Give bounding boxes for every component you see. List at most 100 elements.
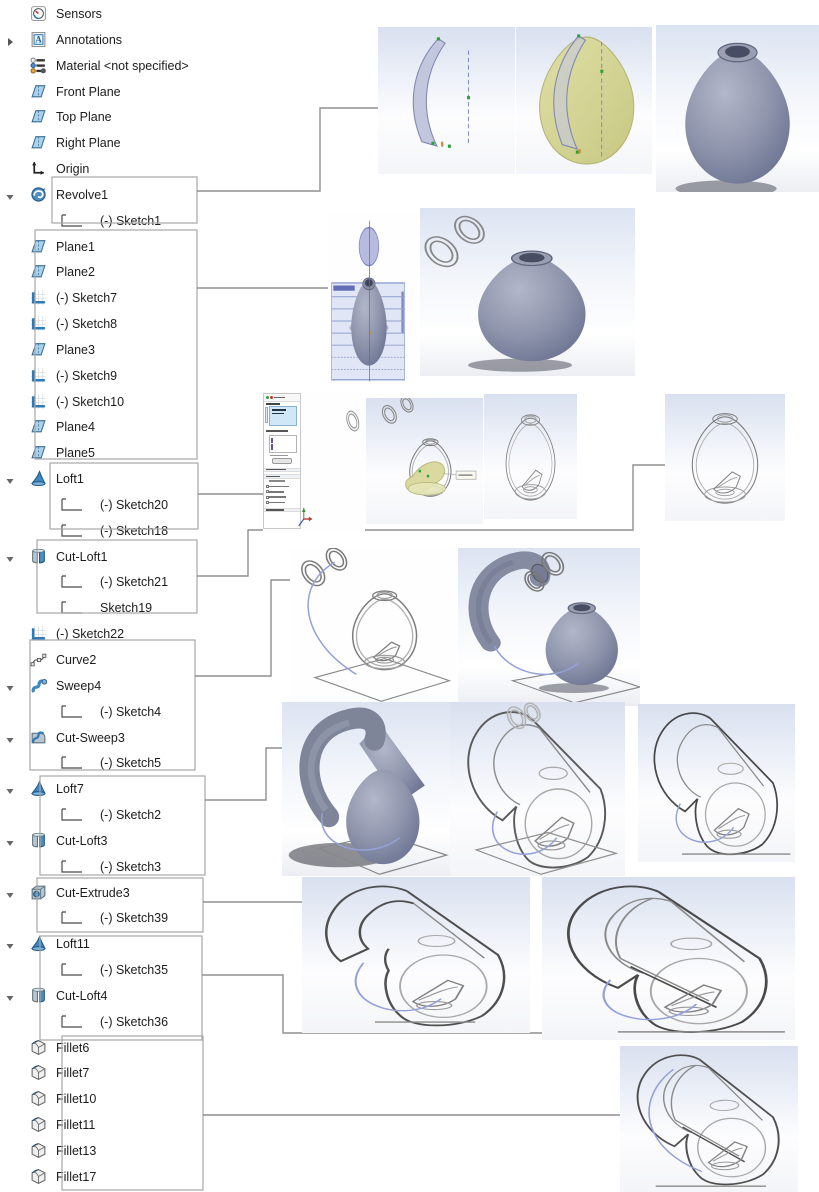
- tree-item-sketch8[interactable]: (-) Sketch8: [0, 311, 240, 337]
- tree-item-sketch39[interactable]: (-) Sketch39: [0, 905, 240, 931]
- tree-item-sketch20[interactable]: (-) Sketch20: [0, 492, 240, 518]
- collapse-arrow-icon[interactable]: [5, 732, 17, 744]
- fillet-icon: [30, 1064, 50, 1082]
- collapse-arrow-icon[interactable]: [5, 783, 17, 795]
- tree-item-label: Fillet7: [56, 1066, 90, 1081]
- tree-item-cut-loft1[interactable]: Cut-Loft1: [0, 544, 240, 570]
- tree-item-loft11[interactable]: Loft11: [0, 931, 240, 957]
- callout-line-cut-loft1: [197, 464, 666, 577]
- collapse-arrow-icon[interactable]: [5, 473, 17, 485]
- tree-item-top-plane[interactable]: Top Plane: [0, 104, 240, 130]
- pm-profiles-list[interactable]: [269, 406, 297, 427]
- pm-button[interactable]: [271, 458, 292, 464]
- callout-box-cut-extrude3: [36, 877, 204, 933]
- expand-arrow-icon[interactable]: [5, 34, 17, 46]
- tree-item-label: Fillet6: [56, 1040, 90, 1055]
- tree-item-sketch1[interactable]: (-) Sketch1: [0, 208, 240, 234]
- tree-item-cut-extrude3[interactable]: Cut-Extrude3: [0, 880, 240, 906]
- tree-item-sketch9[interactable]: (-) Sketch9: [0, 363, 240, 389]
- tree-item-label: Cut-Sweep3: [56, 730, 125, 745]
- tree-item-cut-sweep3[interactable]: Cut-Sweep3: [0, 725, 240, 751]
- tree-item-fillet13[interactable]: Fillet13: [0, 1138, 240, 1164]
- revolved-vase-image: [656, 25, 819, 192]
- cut-extrude-icon: [30, 884, 50, 902]
- tree-item-sketch21[interactable]: (-) Sketch21: [0, 569, 240, 595]
- revolve-preview-image: [516, 27, 652, 174]
- sketch-icon: [30, 367, 50, 385]
- pm-guide-curves-list[interactable]: [269, 435, 297, 453]
- collapse-arrow-icon[interactable]: [5, 189, 17, 201]
- tree-item-loft1[interactable]: Loft1: [0, 466, 240, 492]
- tree-item-sensors[interactable]: Sensors: [0, 1, 240, 27]
- tree-item-cut-loft3[interactable]: Cut-Loft3: [0, 828, 240, 854]
- tree-item-sketch2[interactable]: (-) Sketch2: [0, 802, 240, 828]
- tree-item-loft7[interactable]: Loft7: [0, 776, 240, 802]
- tree-item-label: (-) Sketch20: [100, 497, 169, 512]
- callout-line-revolve1: [197, 107, 379, 192]
- tree-item-fillet10[interactable]: Fillet10: [0, 1086, 240, 1112]
- tree-item-label: (-) Sketch10: [56, 394, 125, 409]
- sketch-icon: [30, 289, 50, 307]
- tree-item-right-plane[interactable]: Right Plane: [0, 130, 240, 156]
- sweep-path-wireframe-image: [290, 548, 456, 706]
- loft-preview-image: [366, 398, 483, 524]
- callout-box-planes: [34, 229, 198, 460]
- tree-item-label: (-) Sketch3: [100, 859, 162, 874]
- tree-item-label: Curve2: [56, 653, 97, 667]
- tree-item-sketch35[interactable]: (-) Sketch35: [0, 957, 240, 983]
- tree-item-fillet17[interactable]: Fillet17: [0, 1164, 240, 1190]
- plane-icon: [30, 134, 50, 152]
- tree-item-fillet6[interactable]: Fillet6: [0, 1035, 240, 1061]
- tree-item-revolve1[interactable]: Revolve1: [0, 182, 240, 208]
- tree-item-label: Sweep4: [56, 678, 102, 693]
- collapse-arrow-icon[interactable]: [5, 887, 17, 899]
- collapse-arrow-icon[interactable]: [5, 938, 17, 950]
- tree-item-cut-loft4[interactable]: Cut-Loft4: [0, 983, 240, 1009]
- annotations-icon: A: [30, 31, 50, 49]
- tree-item-label: (-) Sketch1: [100, 213, 162, 228]
- collapse-arrow-icon[interactable]: [5, 990, 17, 1002]
- tree-item-sketch7[interactable]: (-) Sketch7: [0, 285, 240, 311]
- loft-property-manager-panel[interactable]: [263, 393, 301, 529]
- tree-item-sweep4[interactable]: Sweep4: [0, 673, 240, 699]
- tree-item-label: Loft7: [56, 782, 84, 797]
- tree-item-label: Revolve1: [56, 187, 109, 202]
- callout-box-fillets: [61, 1035, 204, 1191]
- tree-item-label: Fillet13: [56, 1143, 97, 1158]
- wireframe-pitcher-side-image: [638, 704, 795, 862]
- tree-item-fillet11[interactable]: Fillet11: [0, 1112, 240, 1138]
- tree-item-label: (-) Sketch5: [100, 756, 162, 771]
- tree-item-material-not-specified[interactable]: Material <not specified>: [0, 53, 240, 79]
- tree-item-label: (-) Sketch9: [56, 368, 118, 383]
- tree-item-label: Sketch19: [100, 601, 153, 616]
- fillet-icon: [30, 1116, 50, 1134]
- cut-extrude-wireframe-image: [302, 877, 530, 1033]
- collapse-arrow-icon[interactable]: [5, 835, 17, 847]
- tree-item-sketch4[interactable]: (-) Sketch4: [0, 699, 240, 725]
- tree-item-label: (-) Sketch4: [100, 704, 162, 719]
- child-sketch-icon: [58, 754, 82, 772]
- collapse-arrow-icon[interactable]: [5, 551, 17, 563]
- tree-item-sketch36[interactable]: (-) Sketch36: [0, 1009, 240, 1035]
- cut-loft-wireframe-image: [665, 394, 785, 521]
- child-sketch-icon: [58, 703, 82, 721]
- tree-item-label: Cut-Extrude3: [56, 885, 130, 900]
- tree-item-front-plane[interactable]: Front Plane: [0, 79, 240, 105]
- solid-pitcher-image: [282, 702, 450, 876]
- collapse-arrow-icon[interactable]: [5, 680, 17, 692]
- tree-item-sketch3[interactable]: (-) Sketch3: [0, 854, 240, 880]
- origin-triad-icon: [298, 507, 312, 527]
- tree-item-label: Plane4: [56, 420, 95, 435]
- tree-item-curve2[interactable]: Curve2: [0, 647, 240, 673]
- tree-item-sketch10[interactable]: (-) Sketch10: [0, 389, 240, 415]
- sketch-icon: [30, 393, 50, 411]
- tree-item-sketch5[interactable]: (-) Sketch5: [0, 750, 240, 776]
- tree-item-origin[interactable]: Origin: [0, 156, 240, 182]
- tree-item-sketch22[interactable]: (-) Sketch22: [0, 621, 240, 647]
- tree-item-fillet7[interactable]: Fillet7: [0, 1060, 240, 1086]
- wireframe-vase-image: [484, 394, 577, 519]
- tree-item-label: Front Plane: [56, 84, 121, 99]
- tree-item-label: (-) Sketch2: [100, 808, 162, 823]
